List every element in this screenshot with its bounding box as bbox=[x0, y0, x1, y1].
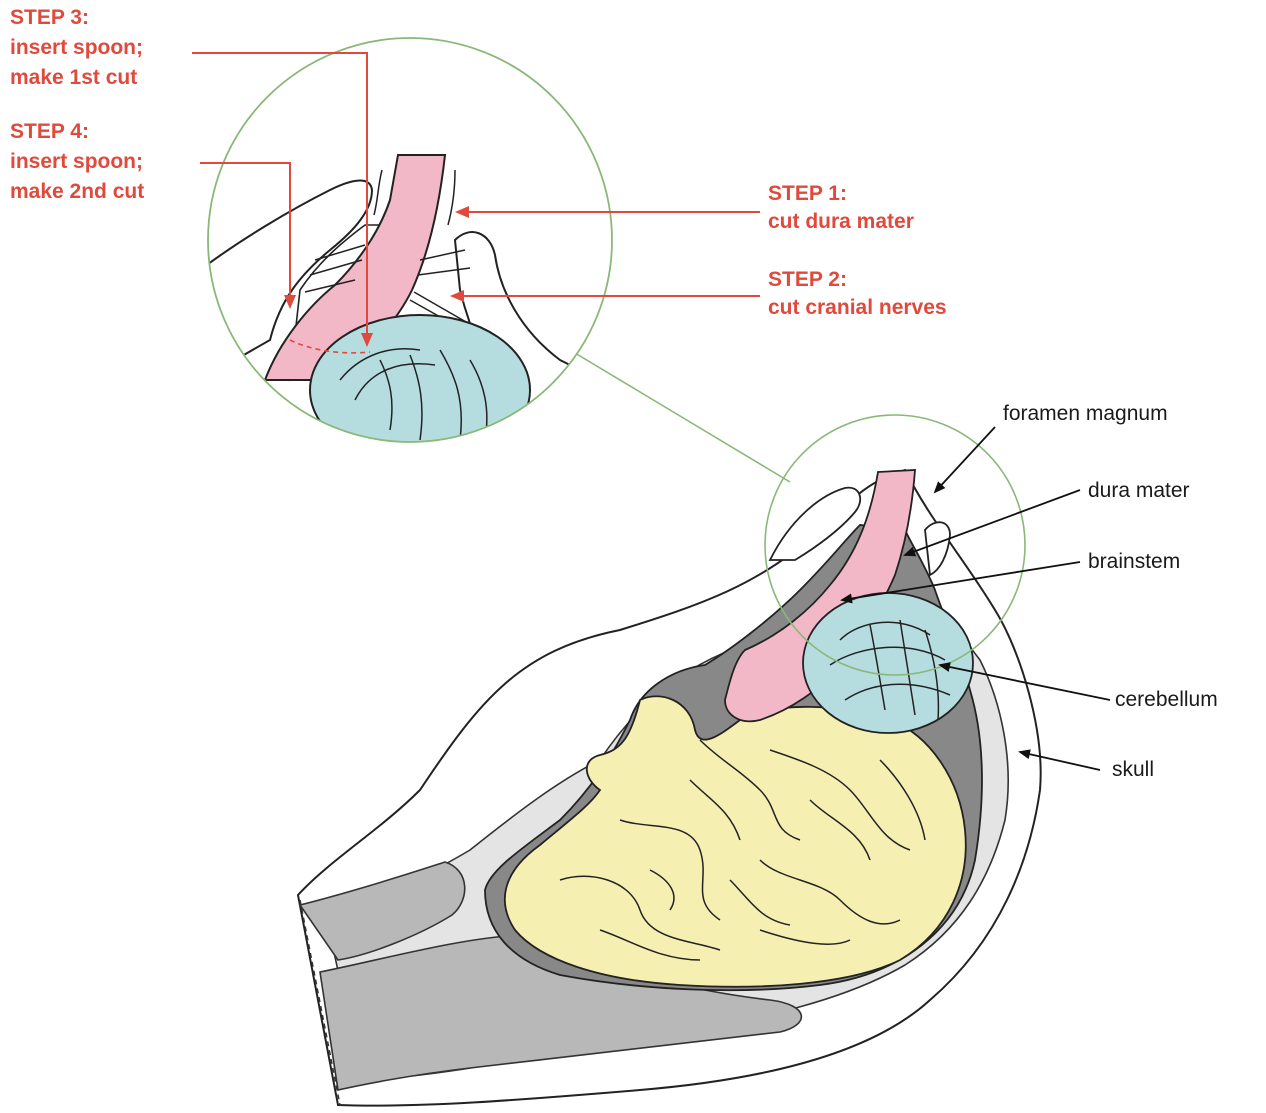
step1-desc: cut dura mater bbox=[768, 208, 914, 236]
step2-desc: cut cranial nerves bbox=[768, 294, 947, 322]
label-skull: skull bbox=[1112, 758, 1154, 782]
head-cross-section bbox=[298, 470, 1041, 1106]
foramen-pointer bbox=[935, 427, 995, 492]
label-foramen-magnum: foramen magnum bbox=[1003, 402, 1168, 426]
label-brainstem: brainstem bbox=[1088, 550, 1180, 574]
step3-title: STEP 3: bbox=[10, 4, 89, 32]
magnified-inset bbox=[200, 38, 612, 465]
step4-desc-line1: insert spoon; bbox=[10, 148, 143, 176]
step3-desc-line2: make 1st cut bbox=[10, 64, 137, 92]
step2-title: STEP 2: bbox=[768, 266, 847, 294]
step3-desc-line1: insert spoon; bbox=[10, 34, 143, 62]
label-dura-mater: dura mater bbox=[1088, 479, 1190, 503]
label-cerebellum: cerebellum bbox=[1115, 688, 1218, 712]
step1-title: STEP 1: bbox=[768, 180, 847, 208]
step4-desc-line2: make 2nd cut bbox=[10, 178, 144, 206]
cerebellum bbox=[803, 593, 973, 733]
zoom-connector bbox=[570, 350, 790, 482]
step4-title: STEP 4: bbox=[10, 118, 89, 146]
